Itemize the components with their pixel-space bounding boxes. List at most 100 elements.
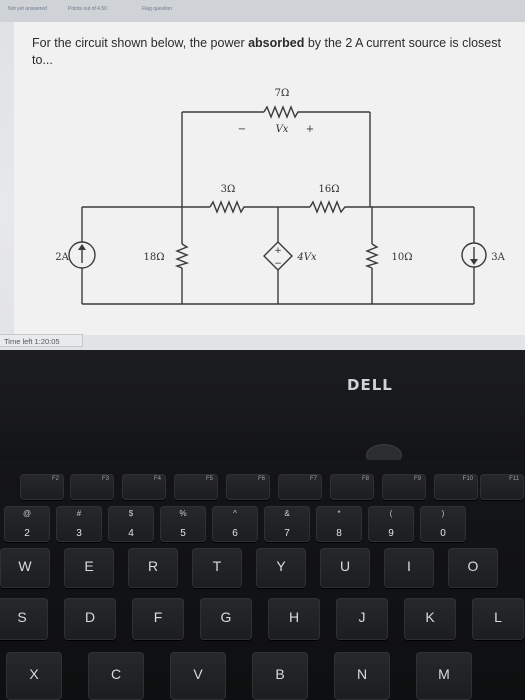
key-letter: E — [84, 558, 94, 574]
key-f3[interactable]: F3 — [70, 474, 114, 500]
question-part-3: to... — [32, 53, 53, 67]
key-9[interactable]: (9 — [368, 506, 414, 542]
key-f11[interactable]: F11 — [480, 474, 524, 500]
key-symbol: & — [284, 509, 290, 518]
question-part-2: by the 2 A current source is closest — [304, 36, 501, 50]
key-number: 2 — [24, 528, 30, 539]
key-m[interactable]: M — [416, 652, 472, 700]
fn-label: F4 — [153, 476, 161, 482]
key-i[interactable]: I — [384, 548, 434, 588]
key-f10[interactable]: F10 — [434, 474, 478, 500]
fn-label: F5 — [205, 476, 213, 482]
key-symbol: % — [179, 509, 187, 518]
laptop-bezel — [0, 350, 525, 460]
arrow-down-head-icon — [470, 259, 478, 265]
key-0[interactable]: )0 — [420, 506, 466, 542]
key-5[interactable]: %5 — [160, 506, 206, 542]
key-letter: J — [358, 609, 366, 625]
key-f6[interactable]: F6 — [226, 474, 270, 500]
key-letter: O — [467, 558, 479, 574]
circuit-diagram: + − 7Ω − Vx + 3Ω 16Ω 18Ω 10Ω 2A 4Vx 3A — [55, 88, 506, 305]
key-f[interactable]: F — [132, 598, 184, 640]
key-symbol: ) — [441, 509, 445, 518]
key-letter: N — [356, 666, 368, 682]
key-y[interactable]: Y — [256, 548, 306, 588]
key-g[interactable]: G — [200, 598, 252, 640]
key-e[interactable]: E — [64, 548, 114, 588]
key-n[interactable]: N — [334, 652, 390, 700]
resistor-7-ohm — [263, 105, 300, 119]
flag-question-link[interactable]: Flag question — [142, 6, 173, 12]
key-k[interactable]: K — [404, 598, 456, 640]
key-f5[interactable]: F5 — [174, 474, 218, 500]
key-symbol: ( — [389, 509, 393, 518]
key-f8[interactable]: F8 — [330, 474, 374, 500]
key-3[interactable]: #3 — [56, 506, 102, 542]
key-letter: T — [212, 558, 222, 574]
key-l[interactable]: L — [472, 598, 524, 640]
key-f9[interactable]: F9 — [382, 474, 426, 500]
key-o[interactable]: O — [448, 548, 498, 588]
key-letter: B — [275, 666, 285, 682]
label-2a: 2A — [55, 252, 69, 263]
key-2[interactable]: @2 — [4, 506, 50, 542]
key-h[interactable]: H — [268, 598, 320, 640]
key-t[interactable]: T — [192, 548, 242, 588]
key-7[interactable]: &7 — [264, 506, 310, 542]
question-text: For the circuit shown below, the power a… — [32, 35, 520, 69]
key-f2[interactable]: F2 — [20, 474, 64, 500]
key-b[interactable]: B — [252, 652, 308, 700]
key-number: 3 — [76, 528, 82, 539]
arrow-up-head-icon — [78, 244, 86, 250]
key-w[interactable]: W — [0, 548, 50, 588]
label-10-ohm: 10Ω — [391, 252, 412, 263]
key-letter: L — [494, 609, 502, 625]
quiz-header-bar — [0, 0, 525, 22]
key-6[interactable]: ^6 — [212, 506, 258, 542]
key-number: 8 — [336, 528, 342, 539]
key-letter: S — [17, 609, 27, 625]
answer-status: Not yet answered — [8, 6, 47, 12]
key-letter: F — [153, 609, 163, 625]
key-f4[interactable]: F4 — [122, 474, 166, 500]
key-x[interactable]: X — [6, 652, 62, 700]
key-letter: W — [18, 558, 32, 574]
key-letter: Y — [276, 558, 286, 574]
key-d[interactable]: D — [64, 598, 116, 640]
key-letter: M — [438, 666, 450, 682]
key-letter: I — [407, 558, 411, 574]
key-j[interactable]: J — [336, 598, 388, 640]
key-u[interactable]: U — [320, 548, 370, 588]
key-number: 4 — [128, 528, 134, 539]
dep-plus-sign: + — [274, 246, 282, 256]
key-f7[interactable]: F7 — [278, 474, 322, 500]
key-letter: G — [220, 609, 232, 625]
question-part-1: For the circuit shown below, the power — [32, 36, 249, 50]
circuit-wires — [81, 111, 475, 305]
question-card — [14, 22, 525, 335]
fn-label: F10 — [462, 476, 473, 482]
question-bold: absorbed — [248, 36, 305, 50]
time-left-badge: Time left 1:20:05 — [0, 334, 83, 347]
key-symbol: ^ — [233, 509, 237, 518]
key-symbol: # — [76, 509, 82, 518]
key-4[interactable]: $4 — [108, 506, 154, 542]
key-8[interactable]: *8 — [316, 506, 362, 542]
fn-label: F11 — [509, 476, 519, 482]
fn-label: F3 — [101, 476, 109, 482]
key-s[interactable]: S — [0, 598, 48, 640]
label-plus: + — [306, 124, 314, 135]
resistor-16-ohm — [309, 200, 348, 214]
resistor-10-ohm — [364, 243, 380, 269]
label-16-ohm: 16Ω — [318, 184, 339, 195]
dep-minus-sign: − — [274, 259, 282, 269]
dell-logo: DELL — [347, 376, 393, 394]
key-letter: U — [339, 558, 351, 574]
fn-label: F8 — [361, 476, 369, 482]
key-letter: V — [193, 666, 203, 682]
key-r[interactable]: R — [128, 548, 178, 588]
label-minus: − — [238, 124, 246, 135]
key-letter: C — [110, 666, 122, 682]
key-c[interactable]: C — [88, 652, 144, 700]
key-v[interactable]: V — [170, 652, 226, 700]
